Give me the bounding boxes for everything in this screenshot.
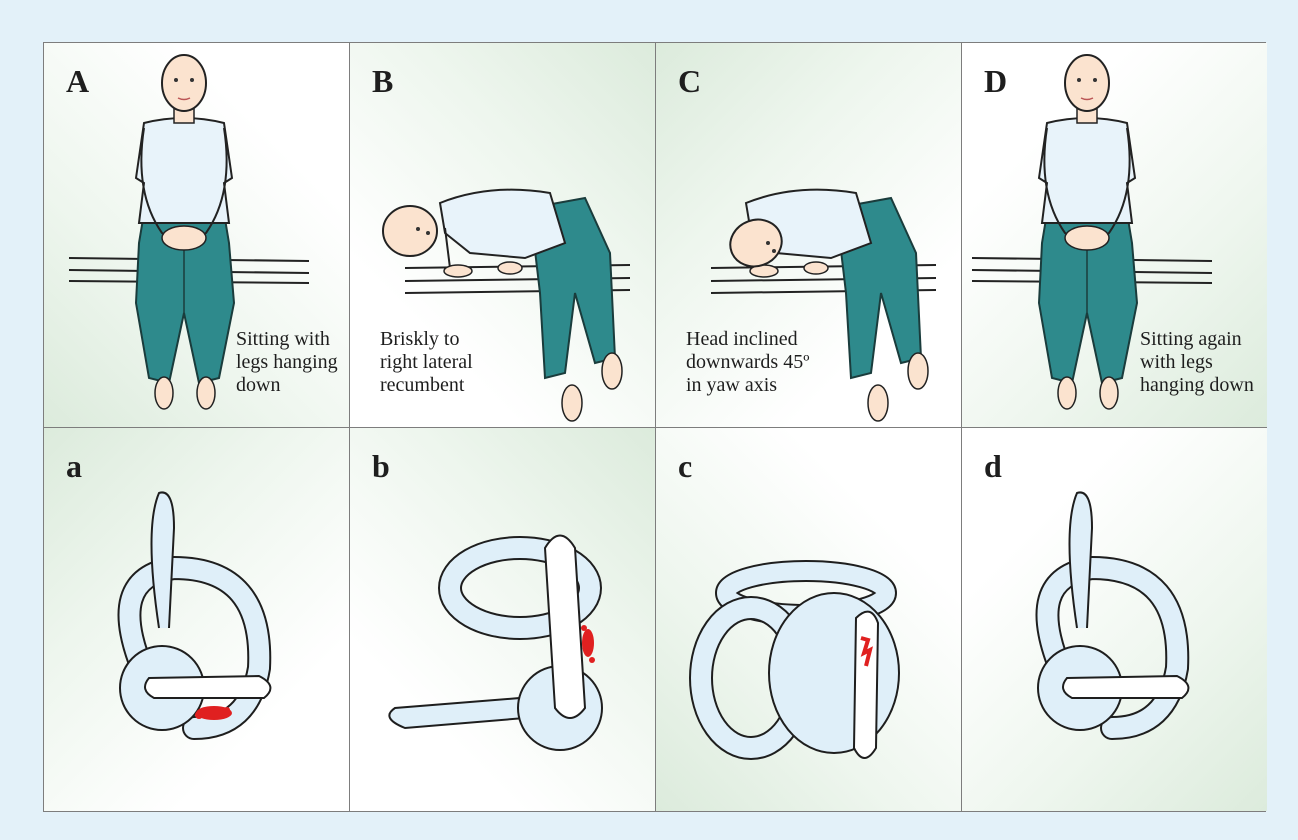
panel-A: A Sitting with legs hanging down xyxy=(44,43,350,428)
panel-caption: Head inclined downwards 45º in yaw axis xyxy=(686,328,809,397)
panel-b: b xyxy=(350,428,656,811)
panel-c: c xyxy=(656,428,962,811)
panel-C: C Head inclined downwards 45º in yaw axi… xyxy=(656,43,962,428)
semicircular-canal-c-illustration xyxy=(656,428,962,811)
panel-caption: Briskly to right lateral recumbent xyxy=(380,328,473,397)
panel-caption: Sitting with legs hanging down xyxy=(236,328,338,397)
semicircular-canal-a-illustration xyxy=(44,428,350,811)
panel-a: a xyxy=(44,428,350,811)
semicircular-canal-b-illustration xyxy=(350,428,656,811)
semicircular-canal-d-illustration xyxy=(962,428,1267,811)
panel-D: D Sitting again with legs hanging down xyxy=(962,43,1267,428)
panel-caption: Sitting again with legs hanging down xyxy=(1140,328,1254,397)
panel-B: B Briskly to right lateral recumbent xyxy=(350,43,656,428)
panel-d: d xyxy=(962,428,1267,811)
figure: A Sitting with legs hanging down B xyxy=(43,42,1266,812)
